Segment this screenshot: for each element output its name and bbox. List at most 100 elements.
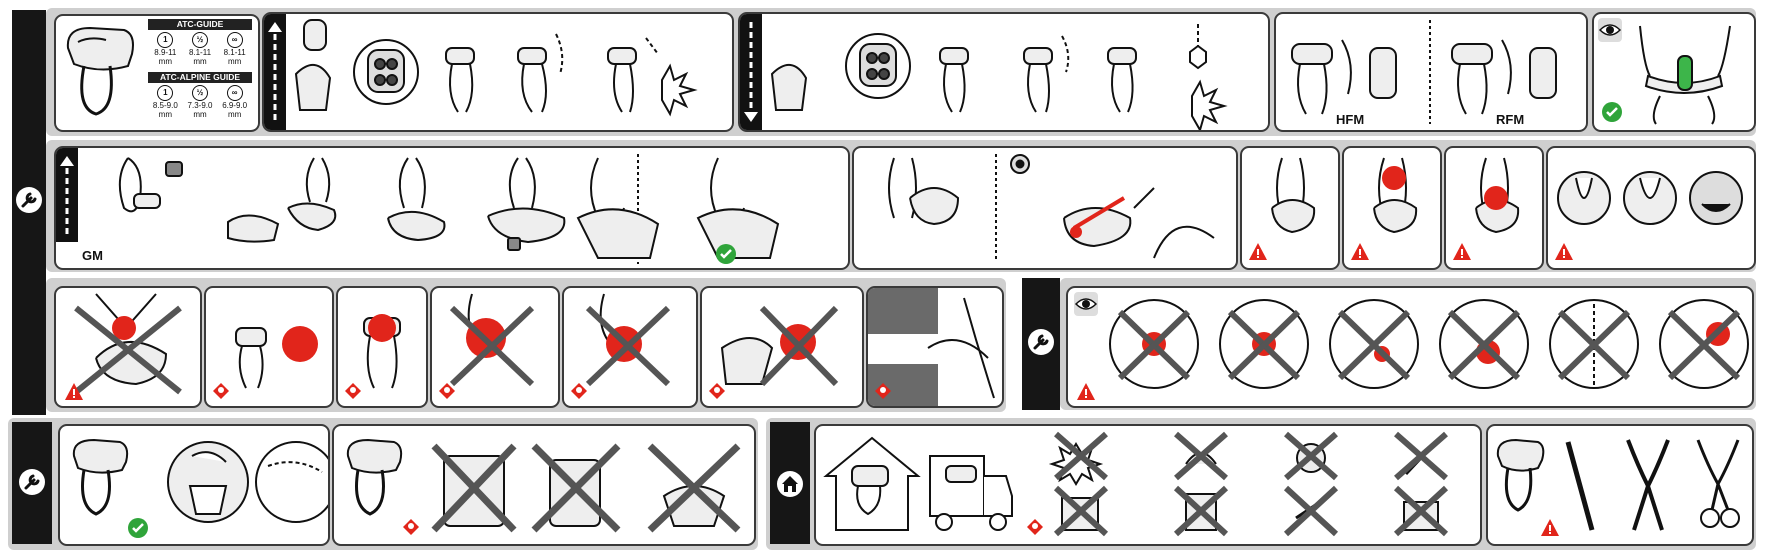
atc-device-drawing xyxy=(66,26,134,116)
lead-belay-panel xyxy=(262,12,734,132)
gm-panel: GM xyxy=(54,146,850,270)
size-table-alpine-title: ATC-ALPINE GUIDE xyxy=(148,72,252,83)
misuse-drawing xyxy=(363,314,401,389)
size-table-guide-title: ATC-GUIDE xyxy=(148,19,252,30)
wear-drawings xyxy=(1557,171,1743,225)
misuse-drawing xyxy=(720,305,839,387)
warning-icon xyxy=(1248,242,1268,267)
cleaning-drawings xyxy=(72,438,328,523)
storage-panel xyxy=(814,424,1482,546)
warning-icon xyxy=(1540,518,1560,543)
size-range: 7.3-9.0 xyxy=(187,101,213,110)
half-rope-icon: ½ xyxy=(191,85,208,101)
warning-icon xyxy=(1076,382,1096,406)
lead-belay-drawings xyxy=(294,19,698,117)
size-range: 8.9-11 xyxy=(154,48,177,57)
house-icon xyxy=(776,470,804,503)
hfm-rfm-panel: HFM RFM xyxy=(1274,12,1588,132)
misuse-drawing xyxy=(585,293,671,387)
skull-icon xyxy=(570,382,588,405)
inspection-drawings xyxy=(1109,299,1749,389)
storage-drawings xyxy=(823,431,1449,537)
lower-drawings xyxy=(770,24,1228,130)
wear-panel xyxy=(1546,146,1756,270)
single-rope-icon: 1 xyxy=(157,32,174,48)
warning-panel-2 xyxy=(1342,146,1442,270)
size-unit: mm xyxy=(193,110,207,119)
skull-icon xyxy=(402,518,420,541)
misuse-drawing xyxy=(235,326,318,389)
hfm-rfm-drawings xyxy=(1291,20,1557,124)
rfm-label: RFM xyxy=(1496,112,1525,127)
skull-icon xyxy=(874,382,892,405)
size-range: 8.1-11 xyxy=(223,48,246,57)
warning-icon xyxy=(64,382,84,406)
rescue-panel xyxy=(852,146,1238,270)
gm-label: GM xyxy=(82,248,103,263)
warning-panel-1 xyxy=(1240,146,1340,270)
wrench-icon xyxy=(18,468,46,501)
size-unit: mm xyxy=(227,110,242,119)
warning-drawing xyxy=(1475,157,1520,234)
misuse-drawing xyxy=(449,293,535,387)
skull-icon xyxy=(708,382,726,405)
single-rope-icon: 1 xyxy=(157,85,174,101)
chemicals-drawings xyxy=(346,438,741,533)
size-unit: mm xyxy=(227,57,242,66)
size-unit: mm xyxy=(158,110,172,119)
warning-icon xyxy=(1554,242,1574,267)
warning-icon xyxy=(1350,242,1370,267)
skull-icon xyxy=(344,382,362,405)
harness-drawing xyxy=(1639,25,1731,125)
wrench-icon xyxy=(1027,328,1055,361)
eye-icon xyxy=(1598,18,1622,47)
up-arrow-icon xyxy=(268,22,282,120)
lower-panel xyxy=(738,12,1270,132)
warning-drawing xyxy=(1271,157,1316,234)
down-arrow-icon xyxy=(744,22,758,122)
eye-icon xyxy=(1074,292,1098,321)
misuse-panel-3 xyxy=(336,286,428,408)
check-icon xyxy=(1602,102,1622,127)
size-range: 6.9-9.0 xyxy=(222,101,248,110)
gm-drawings xyxy=(118,154,780,264)
half-rope-icon: ½ xyxy=(191,32,208,48)
check-icon xyxy=(716,244,736,268)
misuse-panel-2 xyxy=(204,286,334,408)
misuse-panel-5 xyxy=(562,286,698,408)
skull-icon xyxy=(438,382,456,405)
warning-drawing xyxy=(1373,157,1418,234)
size-unit: mm xyxy=(193,57,207,66)
size-unit: mm xyxy=(158,57,172,66)
rescue-drawings xyxy=(888,154,1215,262)
tools-drawings xyxy=(1496,438,1740,531)
misuse-panel-1 xyxy=(54,286,202,408)
misuse-panel-4 xyxy=(430,286,560,408)
wrench-icon xyxy=(15,186,43,219)
tools-panel xyxy=(1486,424,1754,546)
twin-rope-icon: ∞ xyxy=(226,85,243,101)
hfm-label: HFM xyxy=(1336,112,1365,127)
misuse-panel-6 xyxy=(700,286,864,408)
chemicals-panel xyxy=(332,424,756,546)
size-range: 8.1-11 xyxy=(188,48,212,57)
warning-panel-3 xyxy=(1444,146,1544,270)
rock-edge-drawing xyxy=(868,288,995,406)
warning-icon xyxy=(1452,242,1472,267)
ascend-arrow xyxy=(264,14,286,130)
misuse-panel-7 xyxy=(866,286,1004,408)
cleaning-panel xyxy=(58,424,330,546)
size-range: 8.5-9.0 xyxy=(152,101,178,110)
skull-icon xyxy=(1026,518,1044,541)
misuse-drawing xyxy=(74,293,182,395)
ascend-arrow xyxy=(56,148,78,242)
harness-panel xyxy=(1592,12,1756,132)
skull-icon xyxy=(212,382,230,405)
check-icon xyxy=(128,518,148,543)
inspection-panel xyxy=(1066,286,1754,408)
twin-rope-icon: ∞ xyxy=(226,32,243,48)
up-arrow-icon xyxy=(60,156,74,234)
